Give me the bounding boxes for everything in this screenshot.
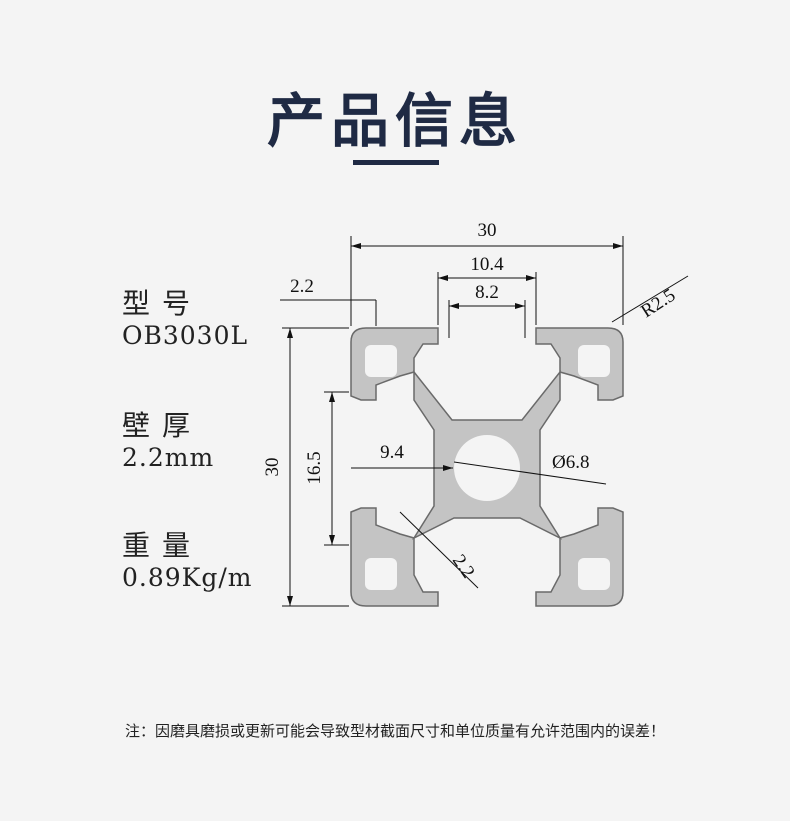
dim-radius: R2.5: [637, 285, 679, 322]
spec-model: 型号 OB3030L: [122, 288, 248, 352]
spec-weight: 重量 0.89Kg/m: [122, 530, 252, 594]
dim-slot-outer: 10.4: [470, 254, 504, 275]
spec-wall-label: 壁厚: [122, 409, 203, 442]
dim-center-offset: 9.4: [380, 442, 404, 463]
spec-wall-value: 2.2mm: [122, 443, 215, 472]
dim-height-total: 30: [262, 458, 283, 477]
dim-lip: 2.2: [290, 276, 314, 297]
dim-bore: Ø6.8: [552, 452, 589, 473]
dimension-arrows: [287, 243, 623, 606]
spec-wall: 壁厚 2.2mm: [122, 410, 214, 474]
spec-model-value: OB3030L: [122, 321, 249, 350]
title-underline: [353, 160, 439, 165]
profile-section: [350, 327, 624, 607]
disclaimer-note: 注：因磨具磨损或更新可能会导致型材截面尺寸和单位质量有允许范围内的误差！: [124, 722, 665, 740]
page-title: 产品信息: [266, 87, 523, 155]
spec-weight-value: 0.89Kg/m: [122, 563, 253, 592]
dim-width-total: 30: [478, 220, 497, 241]
dim-wall: 2.2: [448, 551, 479, 583]
dimension-lines: [280, 236, 689, 607]
dim-inner-height: 16.5: [304, 451, 325, 484]
spec-model-label: 型号: [122, 287, 203, 320]
spec-weight-label: 重量: [122, 529, 203, 562]
dim-slot-inner: 8.2: [475, 282, 499, 303]
